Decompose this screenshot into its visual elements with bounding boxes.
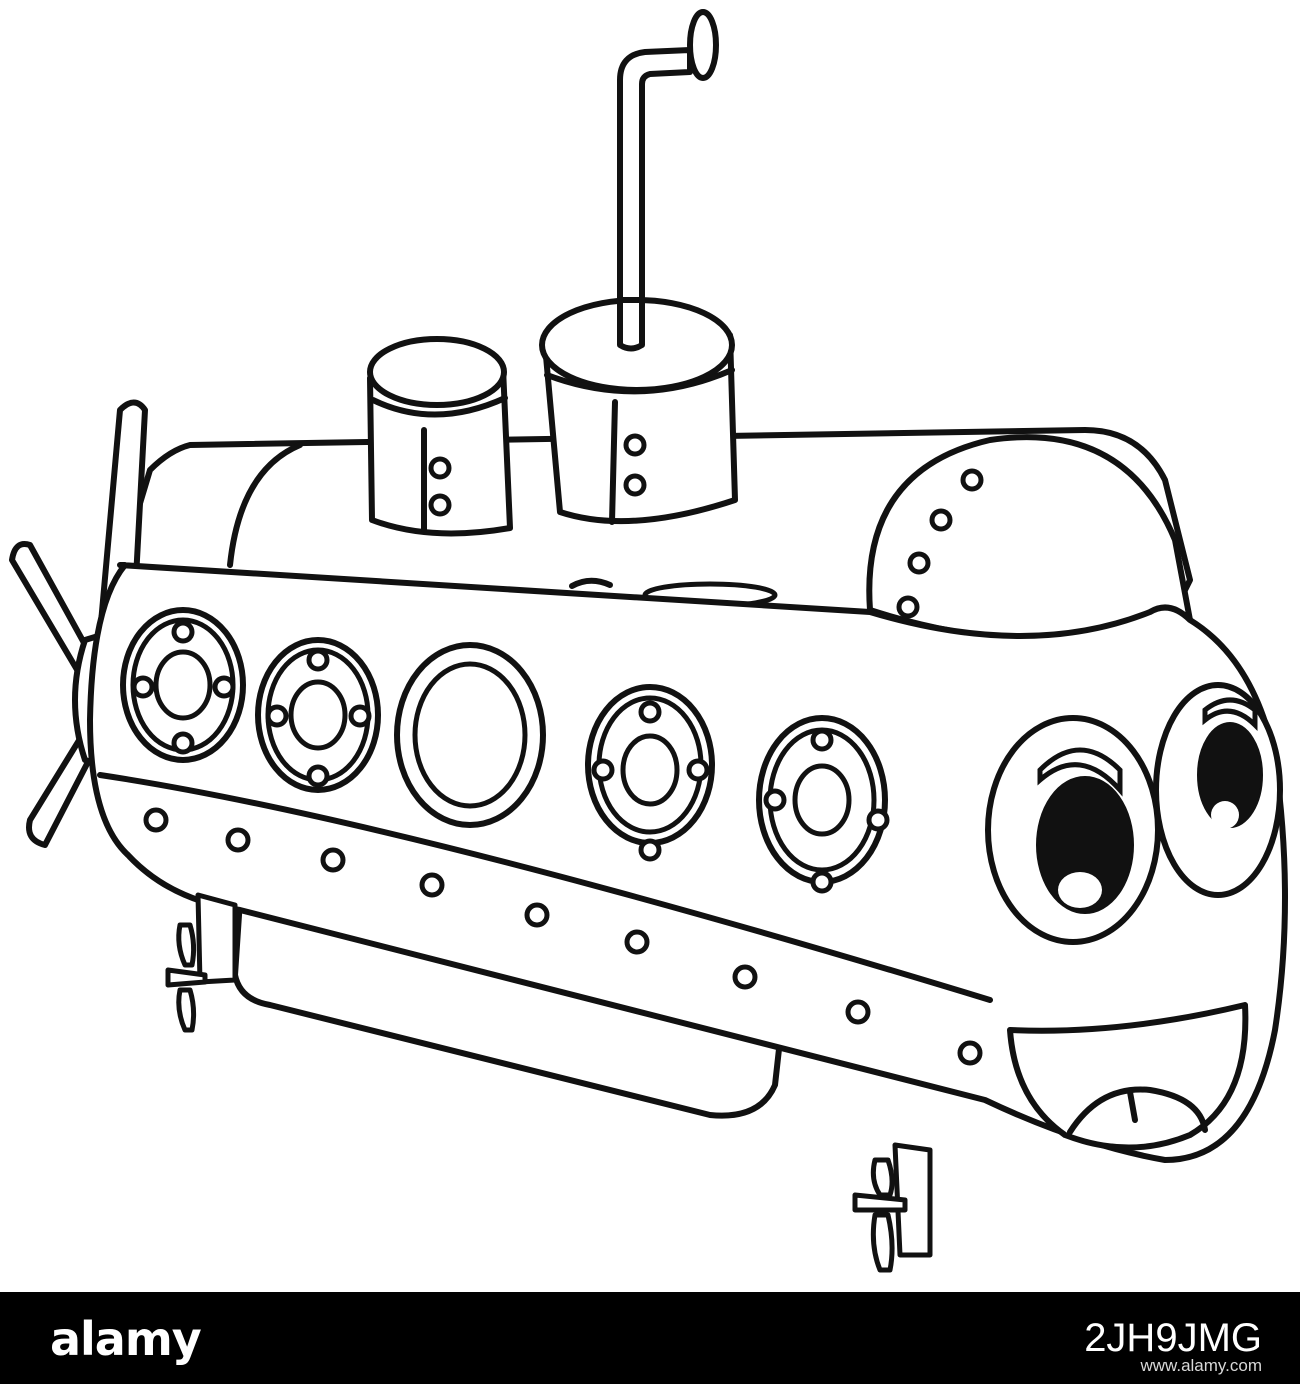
hull-body (87, 562, 1288, 1163)
left-eye (985, 715, 1161, 945)
large-tower (539, 297, 738, 525)
mouth (1007, 1002, 1249, 1151)
porthole-5 (756, 715, 890, 894)
alamy-logo: alamy (50, 1312, 202, 1366)
periscope (617, 9, 719, 348)
image-id: 2JH9JMG (1084, 1316, 1262, 1360)
eyes (985, 682, 1283, 945)
porthole-1 (120, 607, 246, 763)
porthole-4 (585, 684, 715, 862)
hull-rivets (143, 807, 983, 1066)
stock-url: www.alamy.com (1140, 1356, 1262, 1375)
right-eye (1153, 682, 1283, 898)
small-tower (367, 336, 513, 537)
front-small-propeller (852, 1142, 933, 1273)
porthole-3 (394, 642, 546, 828)
rear-small-propeller (165, 892, 238, 1033)
stock-watermark-bar: alamy 2JH9JMG www.alamy.com (0, 1292, 1300, 1384)
dome-rivets (896, 468, 984, 619)
keel (232, 897, 783, 1119)
porthole-2 (255, 637, 381, 793)
portholes (120, 607, 890, 894)
submarine-illustration (9, 9, 1288, 1273)
